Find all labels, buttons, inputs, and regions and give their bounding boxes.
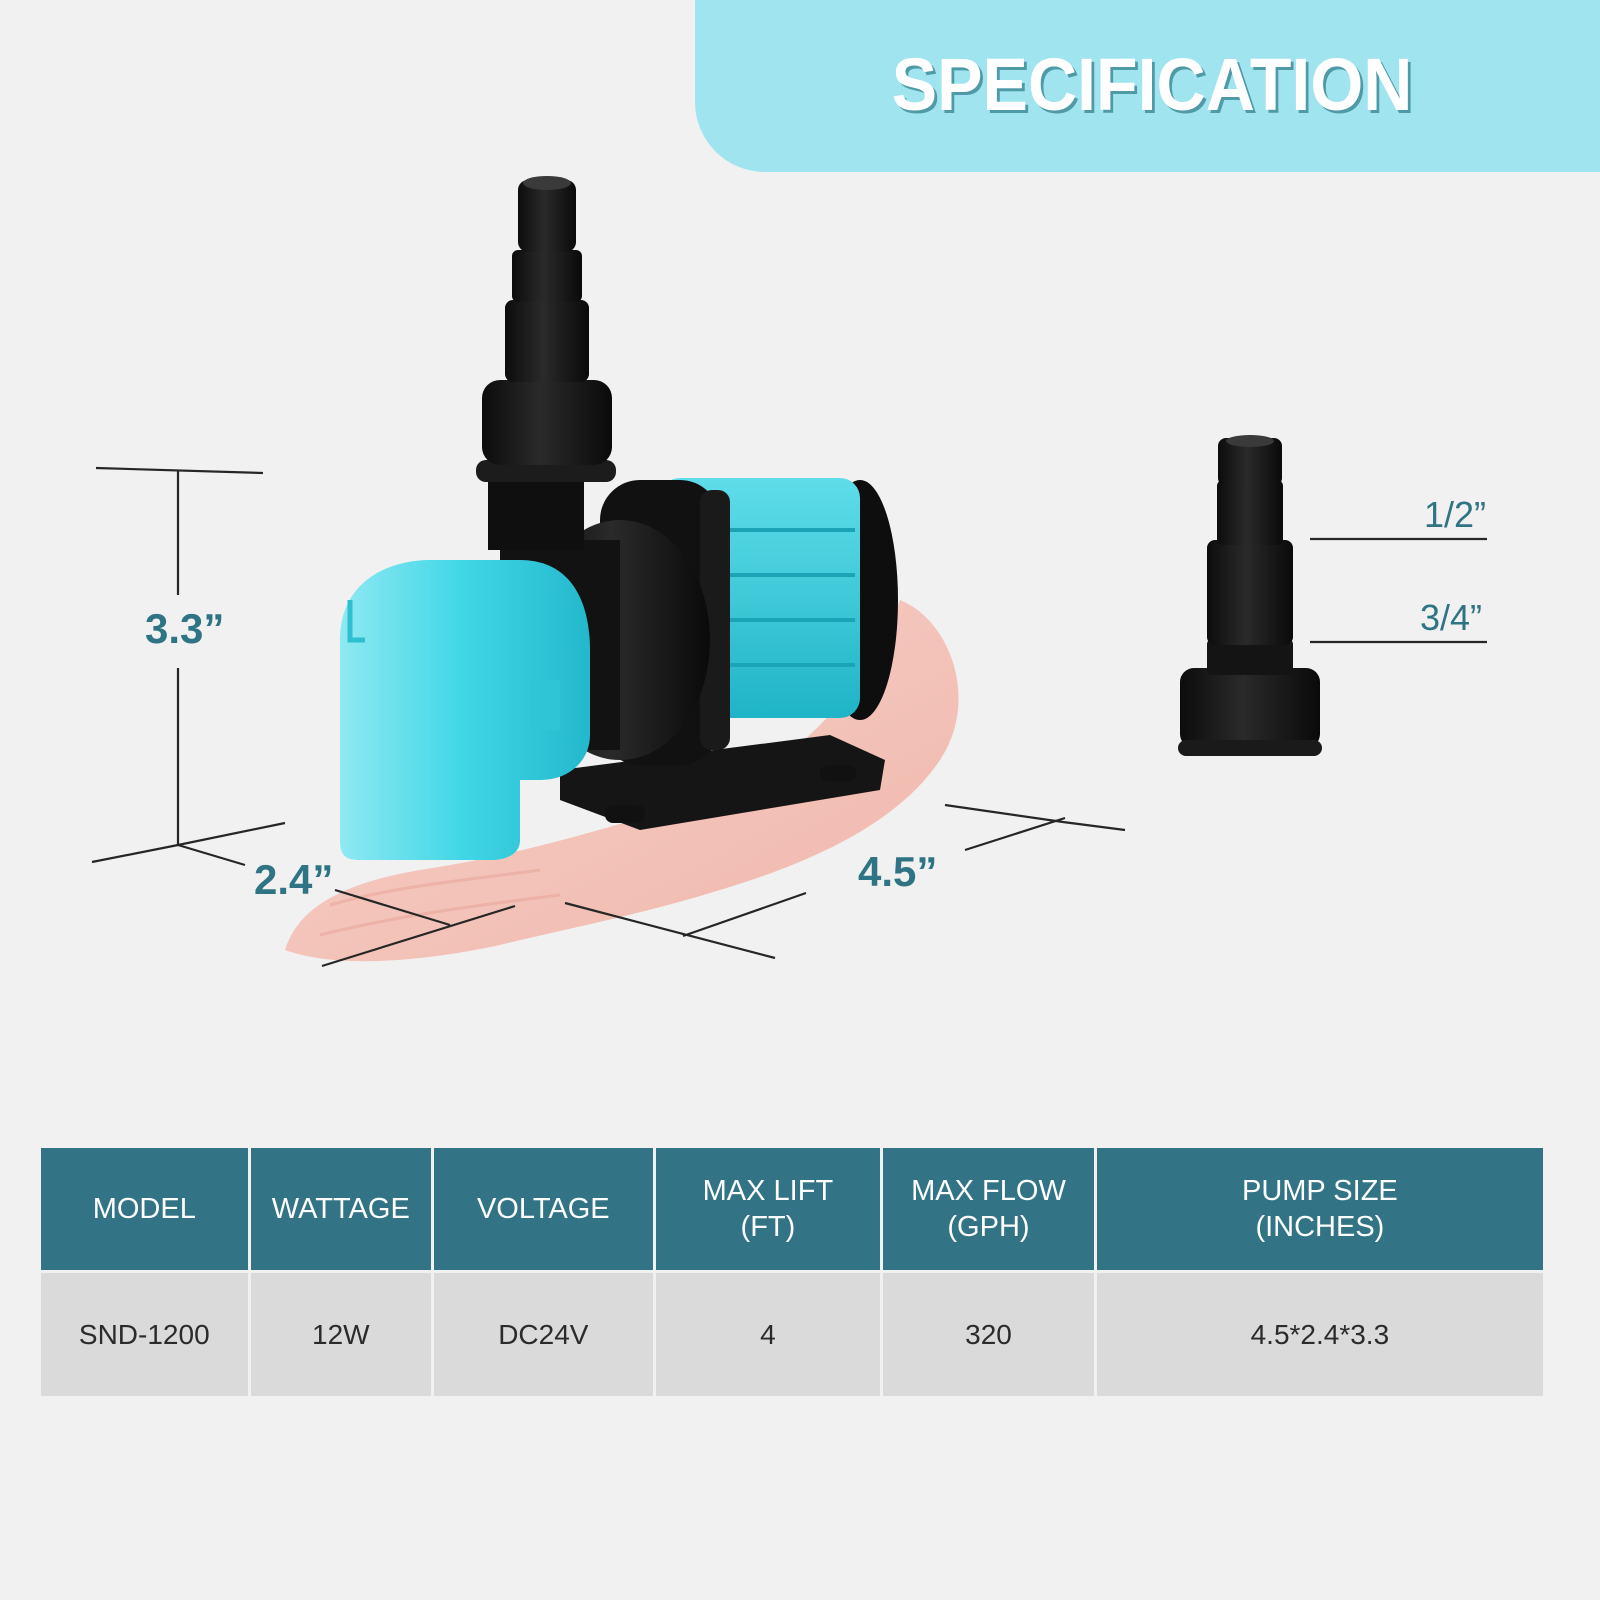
table-header-row: MODEL WATTAGE VOLTAGE MAX LIFT (FT) MAX … bbox=[41, 1148, 1543, 1273]
width-dimension-label: 2.4” bbox=[254, 856, 334, 903]
pump-outlet-icon bbox=[476, 176, 616, 550]
column-header-wattage: WATTAGE bbox=[250, 1148, 432, 1273]
cell-voltage: DC24V bbox=[434, 1273, 653, 1396]
fitting-size-half-inch: 1/2” bbox=[1424, 494, 1487, 535]
hand-image bbox=[285, 600, 959, 962]
column-header-max-lift: MAX LIFT (FT) bbox=[655, 1148, 881, 1273]
pump-base-icon bbox=[560, 735, 885, 830]
hose-fitting-icon bbox=[1178, 435, 1322, 756]
column-header-max-flow: MAX FLOW (GPH) bbox=[883, 1148, 1094, 1273]
column-header-pump-size: PUMP SIZE (INCHES) bbox=[1096, 1148, 1543, 1273]
length-dimension-label: 4.5” bbox=[858, 848, 938, 895]
cell-max-flow: 320 bbox=[883, 1273, 1094, 1396]
cell-pump-size: 4.5*2.4*3.3 bbox=[1096, 1273, 1543, 1396]
cell-wattage: 12W bbox=[250, 1273, 432, 1396]
banner-title: SPECIFICATION bbox=[891, 43, 1413, 126]
specification-banner: SPECIFICATION bbox=[695, 0, 1600, 172]
height-dimension-label: 3.3” bbox=[145, 605, 225, 652]
fitting-size-three-quarter-inch: 3/4” bbox=[1420, 597, 1483, 638]
product-illustration: 3.3” 2.4” 4.5” 1/2” 3/4” bbox=[91, 176, 1487, 968]
pump-inlet-cover-icon bbox=[340, 560, 590, 860]
cell-model: SND-1200 bbox=[41, 1273, 248, 1396]
cell-max-lift: 4 bbox=[655, 1273, 881, 1396]
table-row: SND-1200 12W DC24V 4 320 4.5*2.4*3.3 bbox=[41, 1273, 1543, 1396]
column-header-model: MODEL bbox=[41, 1148, 248, 1273]
product-drawing bbox=[91, 176, 1487, 968]
specification-table: MODEL WATTAGE VOLTAGE MAX LIFT (FT) MAX … bbox=[38, 1148, 1546, 1396]
column-header-voltage: VOLTAGE bbox=[434, 1148, 653, 1273]
dimension-lines bbox=[91, 466, 1487, 968]
